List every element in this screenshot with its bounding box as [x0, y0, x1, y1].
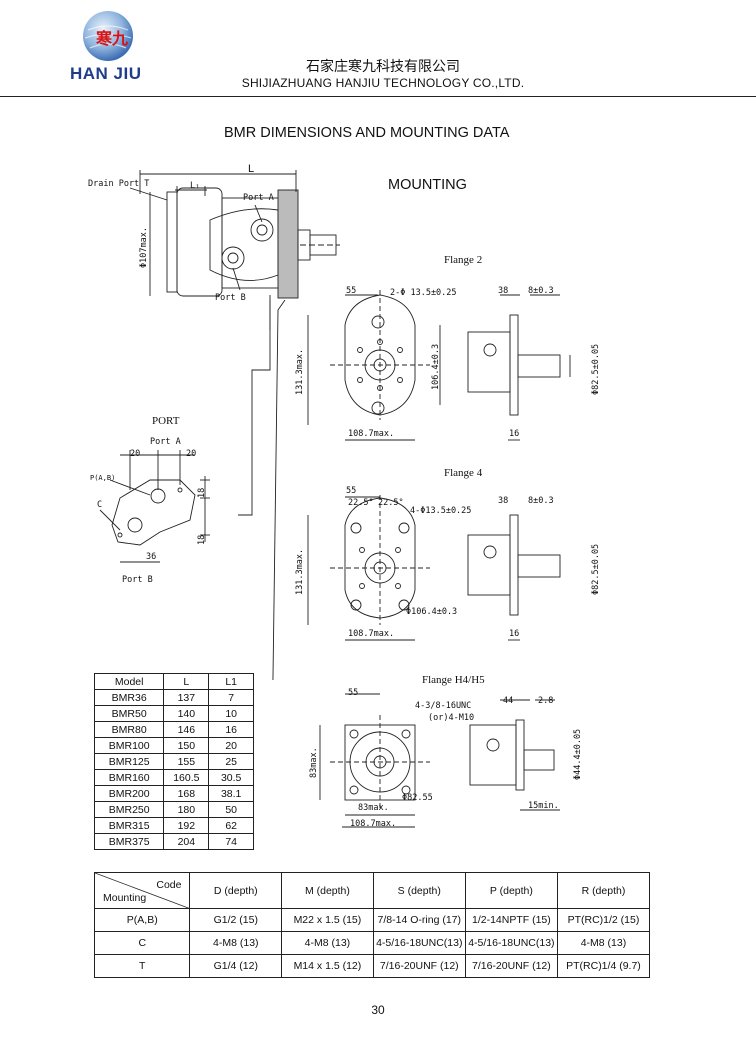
svg-text:Port A: Port A — [150, 437, 181, 447]
svg-text:22.5°: 22.5° — [348, 498, 374, 508]
svg-text:18: 18 — [197, 488, 207, 498]
svg-text:36: 36 — [146, 552, 156, 562]
svg-text:Φ106.4±0.3: Φ106.4±0.3 — [406, 607, 457, 617]
company-name-en: SHIJIAZHUANG HANJIU TECHNOLOGY CO.,LTD. — [241, 76, 525, 90]
svg-text:15min.: 15min. — [528, 801, 559, 811]
svg-text:L₁: L₁ — [190, 181, 200, 191]
svg-text:Φ44.4±0.05: Φ44.4±0.05 — [573, 729, 583, 780]
svg-text:Flange 2: Flange 2 — [444, 254, 482, 266]
table-row: P(A,B)G1/2 (15)M22 x 1.5 (15)7/8-14 O-ri… — [93, 908, 651, 932]
svg-text:C: C — [97, 500, 102, 510]
svg-text:16: 16 — [509, 629, 519, 639]
page-number: 30 — [371, 1003, 385, 1017]
svg-text:(or)4-M10: (or)4-M10 — [428, 713, 474, 723]
svg-text:Flange H4/H5: Flange H4/H5 — [422, 674, 485, 686]
svg-text:22.5°: 22.5° — [378, 498, 404, 508]
svg-text:38: 38 — [498, 286, 508, 296]
hanjiu-logo-globe-icon: 寒九 — [83, 11, 133, 61]
svg-text:Drain Port T: Drain Port T — [88, 179, 149, 189]
logo-text: HAN JIU — [70, 64, 142, 83]
svg-text:55: 55 — [348, 688, 358, 698]
svg-text:2-Φ 13.5±0.25: 2-Φ 13.5±0.25 — [390, 288, 457, 298]
svg-text:44: 44 — [503, 696, 513, 706]
svg-text:Φ82.5±0.05: Φ82.5±0.05 — [591, 344, 601, 395]
svg-text:Φ82.55: Φ82.55 — [402, 793, 433, 803]
svg-text:2.8: 2.8 — [538, 696, 553, 706]
svg-text:131.3max.: 131.3max. — [295, 549, 305, 595]
svg-text:55: 55 — [346, 486, 356, 496]
svg-text:108.7max.: 108.7max. — [348, 429, 394, 439]
svg-text:4-3/8-16UNC: 4-3/8-16UNC — [415, 701, 471, 711]
svg-text:83max.: 83max. — [309, 747, 319, 778]
svg-text:20: 20 — [186, 449, 196, 459]
svg-text:Port A: Port A — [243, 193, 274, 203]
header-divider — [0, 96, 756, 97]
svg-text:106.4±0.3: 106.4±0.3 — [431, 344, 441, 390]
header-L1: L1 — [208, 673, 254, 690]
svg-text:PORT: PORT — [152, 415, 180, 427]
svg-text:131.3max.: 131.3max. — [295, 349, 305, 395]
page-title: BMR DIMENSIONS AND MOUNTING DATA — [224, 125, 510, 141]
svg-text:Φ82.5±0.05: Φ82.5±0.05 — [591, 544, 601, 595]
svg-text:L: L — [248, 163, 254, 175]
svg-text:Port B: Port B — [122, 575, 153, 585]
code-mounting-header: Code Mounting — [93, 872, 191, 909]
mounting-title: MOUNTING — [388, 177, 467, 193]
svg-text:8±0.3: 8±0.3 — [528, 496, 554, 506]
svg-text:寒九: 寒九 — [95, 29, 128, 48]
flange-h4-h5-drawing: Flange H4/H5 55 4-3/8-16UNC (or)4-M10 44… — [309, 674, 583, 829]
svg-text:Flange 4: Flange 4 — [444, 467, 483, 479]
technical-drawing: Drain Port T L L₁ Port A Port B Φ107max.… — [88, 163, 601, 680]
header-model: Model — [93, 673, 165, 690]
svg-text:Port B: Port B — [215, 293, 246, 303]
svg-text:8±0.3: 8±0.3 — [528, 286, 554, 296]
port-code-table: Code Mounting D (depth) M (depth) S (dep… — [93, 872, 651, 978]
svg-text:38: 38 — [498, 496, 508, 506]
svg-text:4-Φ13.5±0.25: 4-Φ13.5±0.25 — [410, 506, 471, 516]
company-name-cn: 石家庄寒九科技有限公司 — [306, 59, 460, 75]
header-L: L — [163, 673, 210, 690]
svg-text:16: 16 — [509, 429, 519, 439]
svg-text:55: 55 — [346, 286, 356, 296]
svg-text:18: 18 — [197, 535, 207, 545]
svg-text:83max.: 83max. — [358, 803, 389, 813]
svg-text:108.7max.: 108.7max. — [350, 819, 396, 829]
svg-text:20: 20 — [130, 449, 140, 459]
svg-text:Φ107max.: Φ107max. — [139, 227, 149, 268]
svg-text:P(A,B): P(A,B) — [90, 474, 115, 482]
svg-text:108.7max.: 108.7max. — [348, 629, 394, 639]
